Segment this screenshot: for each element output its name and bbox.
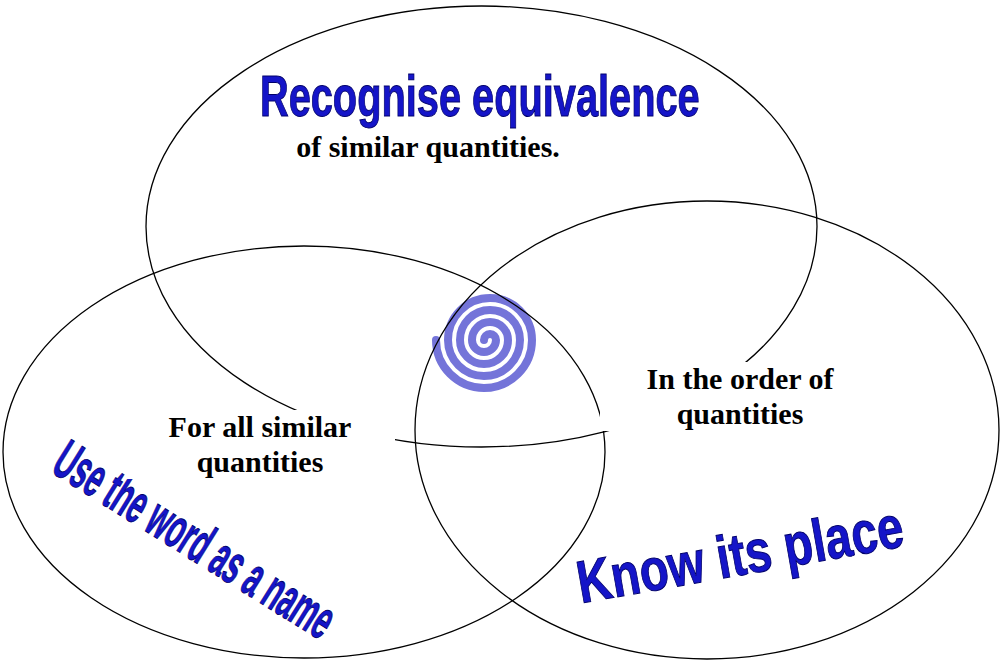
venn-ellipse: Know its place In the order of quantities <box>414 200 1000 660</box>
spiral-symbol <box>436 298 532 388</box>
ellipse-heading: Recognise equivalence <box>260 68 700 126</box>
ellipse-heading: Know its place <box>572 497 907 613</box>
venn-ellipse: Use the word as a nameFor all similar qu… <box>2 245 606 659</box>
ellipse-text: of similar quantities. <box>238 130 618 165</box>
ellipse-text: For all similar quantities <box>125 410 395 479</box>
ellipse-text: In the order of quantities <box>600 362 880 431</box>
ellipse-outline <box>415 201 999 659</box>
ellipse-outline <box>3 246 605 658</box>
